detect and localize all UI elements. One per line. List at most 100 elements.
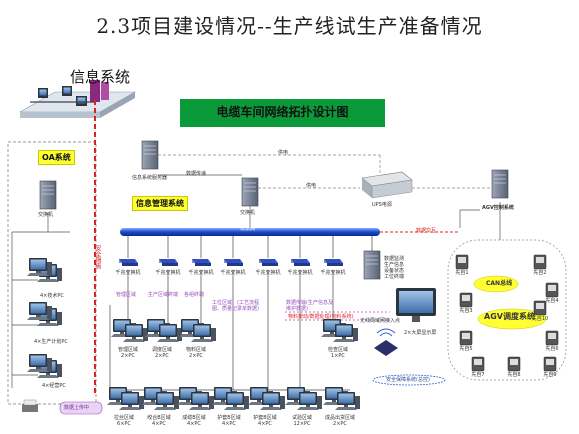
- switch-note-1: 管理区域: [116, 292, 137, 298]
- agv-node-label: 先自10: [531, 316, 549, 322]
- gigabit-switch-label: 千兆交换机: [188, 270, 214, 276]
- data-transfer-label: 数据传递: [186, 171, 207, 177]
- printer-icon: [22, 399, 38, 412]
- security-text: 安全隔离: [94, 245, 101, 269]
- agv-node-label: 先自9: [543, 372, 557, 378]
- pc-group-count: 2×PC: [121, 353, 135, 359]
- gigabit-switch-label: 千兆交换机: [255, 270, 281, 276]
- gigabit-switch-label: 千兆交换机: [287, 270, 313, 276]
- agv-node-label: 先自7: [471, 372, 485, 378]
- oa-pc-label-2: 4×生产计划PC: [34, 339, 68, 345]
- pc-icon: [157, 324, 182, 342]
- backbone-label: 以太网: [240, 226, 256, 232]
- ups-label: UPS电源: [372, 202, 392, 208]
- annotation-left: 工位区域、(工艺流程图、质量记录单数据): [212, 300, 259, 312]
- pc-top-icons: [111, 319, 358, 342]
- oa-pc-label-3: 4×经营PC: [42, 383, 66, 389]
- pc-group-name: 护套B区域: [253, 415, 277, 421]
- pc-group-name: 调度区域: [151, 347, 172, 353]
- pc-group-count: 2×PC: [189, 353, 203, 359]
- pc-icon: [335, 392, 360, 410]
- ethernet-backbone: [120, 228, 380, 236]
- pc-group-name: 物料区域: [185, 347, 206, 353]
- can-bus-label: CAN总线: [486, 280, 513, 287]
- pc-group-count: 2×PC: [333, 421, 347, 427]
- gigabit-switch-icon: [159, 259, 178, 266]
- gigabit-switch-label: 千兆交换机: [220, 270, 246, 276]
- agv-node-icon: [533, 254, 547, 270]
- data-exchange-label: 数据交互: [416, 228, 437, 234]
- pc-group-name: 成品出货区域: [324, 415, 355, 421]
- mis-server-label: 信息系统服务器: [132, 175, 168, 181]
- gigabit-switch-icon: [259, 259, 278, 266]
- agv-loop: [447, 239, 567, 381]
- agv-node-label: 先自5: [459, 346, 473, 352]
- agv-node-icon: [459, 330, 473, 346]
- wireless-bottom-note: 安全保障系统(总控): [386, 377, 430, 383]
- oa-pc-icon: [27, 302, 52, 320]
- wireless-note-2: 生产信息: [384, 262, 405, 268]
- annotation-right: 数据传输(生产信息及维护数据): [286, 300, 333, 312]
- pc-group-count: 4×PC: [258, 421, 272, 427]
- agv-node-label: 先自1: [455, 270, 469, 276]
- switch-note-2: 生产区域终端: [148, 292, 179, 298]
- station-server-icon: [363, 250, 381, 280]
- pc-icon: [189, 392, 214, 410]
- oa-switch-label: 交换机: [38, 212, 54, 218]
- pc-group-name: 检查区域: [327, 347, 348, 353]
- agv-node-icon: [459, 292, 473, 308]
- agv-node-icon: [507, 356, 521, 372]
- hmi-label: 2×大屏显示屏: [404, 330, 437, 336]
- gigabit-switch-icon: [291, 259, 310, 266]
- agv-node-label: 先自3: [459, 308, 473, 314]
- oa-pc-icon: [27, 354, 52, 372]
- mis-switch-icon: [241, 177, 259, 207]
- network-title-box: 电缆车间网络拓扑设计图: [180, 99, 385, 127]
- oa-pc-label-1: 4×技术PC: [40, 293, 64, 299]
- info-system-office: [18, 80, 137, 118]
- pc-group-name: 成缆B区域: [182, 415, 206, 421]
- switch-note-3: 各组终端: [184, 292, 205, 298]
- gigabit-switch-label: 千兆交换机: [155, 270, 181, 276]
- ap-note: 无线局域网接入点: [360, 318, 401, 324]
- wireless-note-1: 数据监测: [384, 256, 405, 262]
- data-uploading-label: 数据上传中: [64, 405, 90, 411]
- pc-icon: [191, 324, 216, 342]
- wireless-note-4: 工位终端: [384, 274, 405, 280]
- power-label-1: 供电: [278, 150, 289, 156]
- pc-icon: [260, 392, 285, 410]
- pc-group-count: 6×PC: [117, 421, 131, 427]
- pc-group-count: 4×PC: [187, 421, 201, 427]
- gigabit-switch-icon: [324, 259, 343, 266]
- wireless-note-3: 设备状态: [384, 268, 405, 274]
- pc-group-count: 12×PC: [293, 421, 311, 427]
- oa-system-label: OA系统: [38, 150, 75, 165]
- wireless-ap-icon: [374, 328, 398, 356]
- oa-switch-icon: [39, 180, 57, 210]
- gigabit-switch-icon: [119, 259, 138, 266]
- agv-control-server-icon: [491, 169, 509, 199]
- pc-bottom-icons: [107, 387, 360, 410]
- pc-group-count: 4×PC: [152, 421, 166, 427]
- pc-icon: [297, 392, 322, 410]
- pc-group-count: 4×PC: [222, 421, 236, 427]
- pc-icon: [333, 324, 358, 342]
- oa-pc-icon: [27, 258, 52, 276]
- gigabit-switch-label: 千兆交换机: [115, 270, 141, 276]
- agv-node-icon: [543, 356, 557, 372]
- agv-dispatch-label: AGV调度系统: [484, 312, 535, 321]
- agv-node-label: 先自8: [507, 372, 521, 378]
- pc-group-count: 1×PC: [331, 353, 345, 359]
- agv-node-icon: [471, 356, 485, 372]
- agv-node-label: 先自4: [545, 298, 559, 304]
- agv-node-icon: [545, 282, 559, 298]
